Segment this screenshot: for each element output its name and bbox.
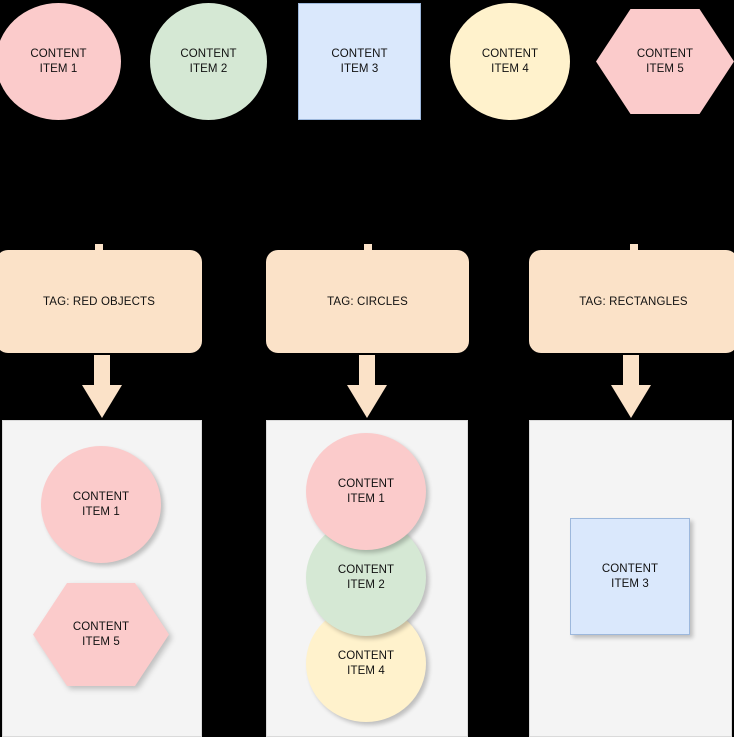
down-arrow-icon-circles bbox=[347, 355, 387, 418]
source-item-1[interactable]: CONTENT ITEM 1 bbox=[0, 3, 121, 120]
hexagon-shape bbox=[33, 583, 169, 686]
down-arrow-icon-rectangles bbox=[611, 355, 651, 418]
down-arrow-icon-red-objects bbox=[82, 355, 122, 418]
tag-label-red-objects: TAG: RED OBJECTS bbox=[42, 295, 156, 308]
group-rects-member-1-label: CONTENT ITEM 3 bbox=[601, 562, 659, 590]
source-item-2-label: CONTENT ITEM 2 bbox=[180, 47, 237, 75]
tag-label-rectangles: TAG: RECTANGLES bbox=[579, 295, 688, 308]
group-rects-member-1[interactable]: CONTENT ITEM 3 bbox=[570, 518, 690, 635]
tag-box-circles[interactable]: TAG: CIRCLES bbox=[266, 244, 469, 353]
hexagon-shape bbox=[596, 9, 734, 114]
tag-connector-stub bbox=[363, 244, 372, 252]
source-item-3[interactable]: CONTENT ITEM 3 bbox=[298, 3, 421, 120]
arrow-shaft bbox=[359, 355, 375, 389]
group-red-member-1[interactable]: CONTENT ITEM 1 bbox=[41, 446, 161, 563]
arrow-shaft bbox=[94, 355, 110, 389]
source-item-4-label: CONTENT ITEM 4 bbox=[481, 47, 539, 75]
source-item-3-label: CONTENT ITEM 3 bbox=[331, 47, 388, 75]
source-item-5[interactable]: CONTENT ITEM 5 bbox=[596, 9, 734, 114]
group-circles-member-1[interactable]: CONTENT ITEM 1 bbox=[306, 433, 426, 550]
group-circles-member-1-label: CONTENT ITEM 1 bbox=[337, 477, 395, 505]
arrow-head bbox=[611, 385, 651, 418]
tag-connector-stub bbox=[629, 244, 638, 252]
source-item-4[interactable]: CONTENT ITEM 4 bbox=[450, 3, 570, 120]
arrow-head bbox=[82, 385, 122, 418]
group-red-member-2[interactable]: CONTENT ITEM 5 bbox=[33, 583, 169, 686]
source-item-2[interactable]: CONTENT ITEM 2 bbox=[150, 3, 267, 120]
tag-label-circles: TAG: CIRCLES bbox=[327, 295, 408, 308]
arrow-shaft bbox=[623, 355, 639, 389]
arrow-head bbox=[347, 385, 387, 418]
tag-box-red-objects[interactable]: TAG: RED OBJECTS bbox=[0, 244, 202, 353]
tag-connector-stub bbox=[95, 244, 103, 252]
source-item-1-label: CONTENT ITEM 1 bbox=[30, 47, 87, 75]
group-red-member-1-label: CONTENT ITEM 1 bbox=[72, 490, 130, 518]
tag-box-rectangles[interactable]: TAG: RECTANGLES bbox=[529, 244, 734, 353]
